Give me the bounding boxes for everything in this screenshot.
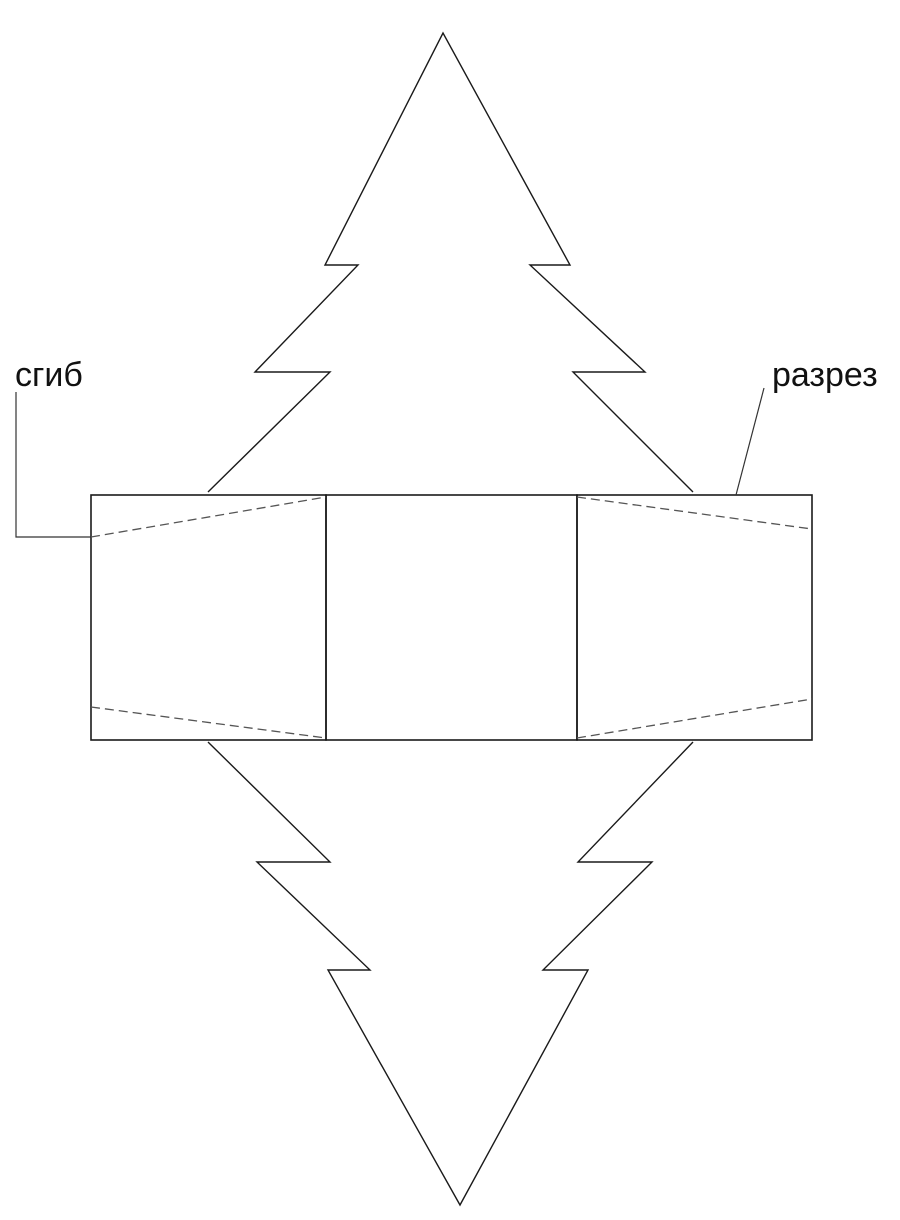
fold-line-left-top bbox=[90, 496, 327, 538]
right-side-panel bbox=[576, 494, 813, 741]
upper-tree-outline bbox=[207, 31, 694, 493]
fold-leader-line bbox=[15, 392, 91, 538]
fold-line-left-bottom bbox=[90, 706, 327, 739]
fold-line-right-top bbox=[576, 496, 813, 530]
left-side-panel bbox=[90, 494, 327, 741]
cut-leader-line bbox=[735, 387, 765, 496]
cut-label: разрез bbox=[772, 356, 878, 394]
fold-label: сгиб bbox=[15, 356, 83, 394]
lower-tree-outline bbox=[207, 741, 694, 1207]
center-panel bbox=[325, 494, 578, 741]
fold-line-right-bottom bbox=[576, 698, 813, 739]
